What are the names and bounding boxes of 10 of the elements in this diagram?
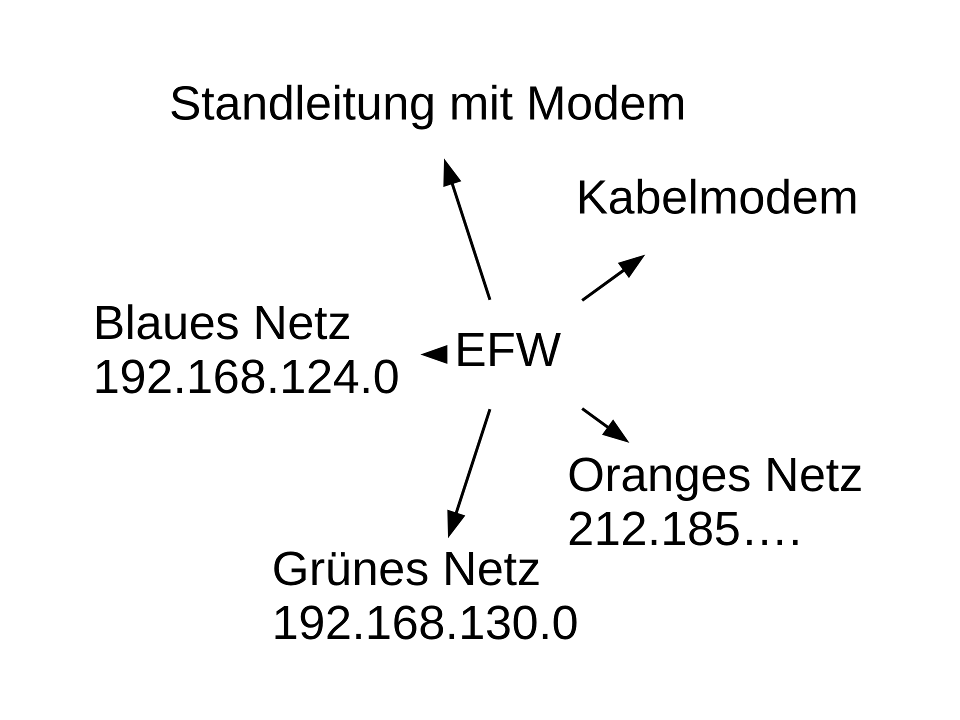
arrow	[581, 254, 646, 302]
arrow	[581, 406, 630, 442]
arrow	[420, 344, 448, 364]
node-text: Kabelmodem	[576, 171, 858, 224]
node-text: Oranges Netz 212.185….	[567, 448, 864, 556]
node-text: Blaues Netz 192.168.124.0	[92, 296, 400, 404]
arrow	[447, 408, 492, 538]
node-text: EFW	[454, 323, 561, 376]
arrow	[443, 158, 492, 300]
node-text: Standleitung mit Modem	[169, 77, 686, 130]
